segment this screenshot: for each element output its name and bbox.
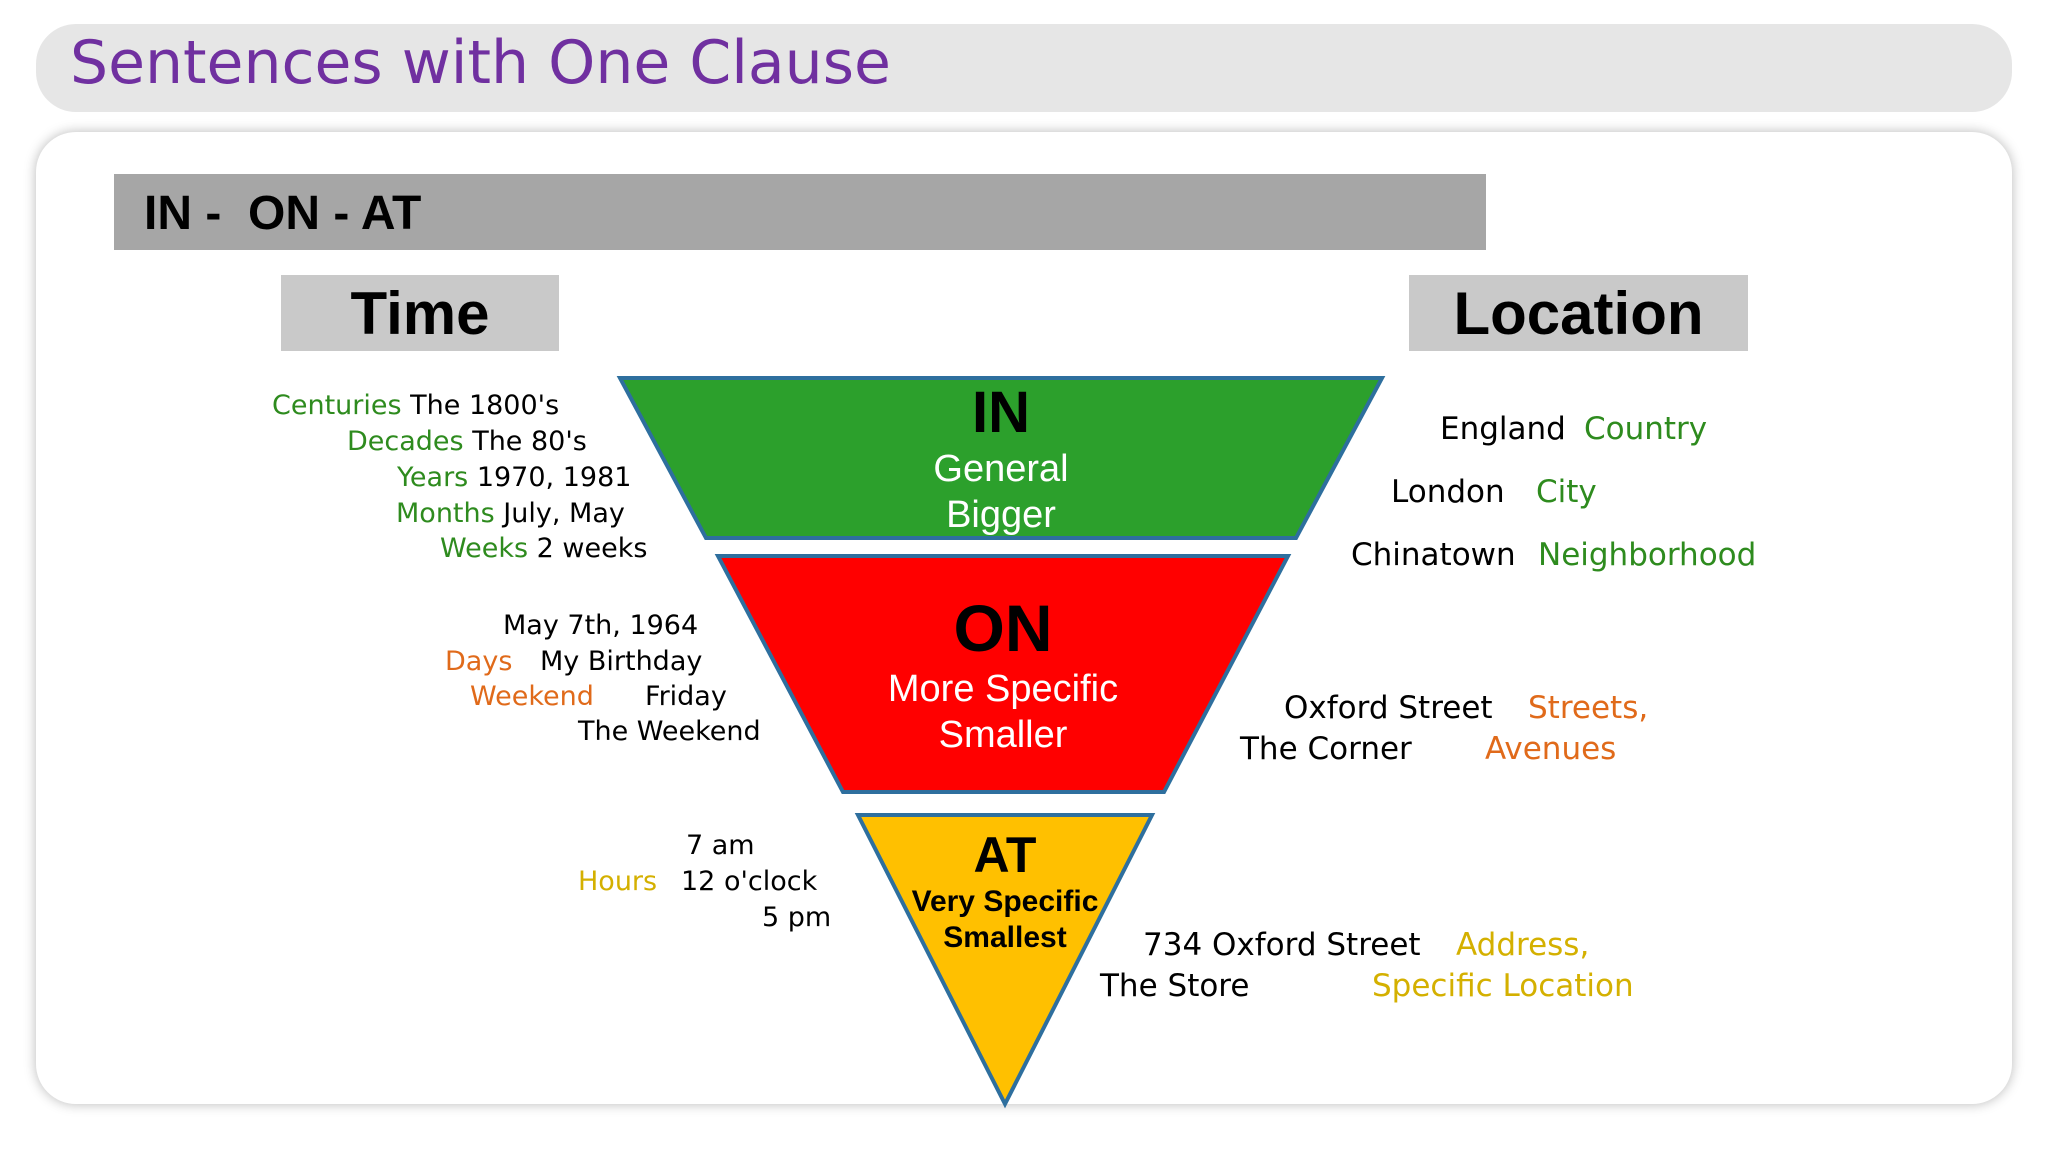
at-label-group: AT Very Specific Smallest bbox=[885, 826, 1125, 956]
time-label: Time bbox=[281, 275, 559, 351]
at-label: AT bbox=[973, 827, 1037, 883]
on-line1: More Specific bbox=[887, 668, 1119, 710]
in-segment bbox=[616, 376, 1386, 540]
loc-on-example-2: The Corner bbox=[1240, 731, 1412, 767]
loc-in-cat-2: City bbox=[1536, 474, 1597, 510]
on-line2: Smaller bbox=[938, 714, 1068, 756]
in-label-group: IN General Bigger bbox=[901, 380, 1101, 538]
time-on-weekend: Weekend bbox=[470, 681, 594, 712]
header-bar bbox=[114, 174, 1486, 250]
loc-at-specific-location: Specific Location bbox=[1372, 968, 1634, 1004]
loc-in-value-1: England bbox=[1440, 411, 1566, 447]
loc-on-avenues: Avenues bbox=[1485, 731, 1617, 767]
location-label: Location bbox=[1409, 275, 1748, 351]
on-segment bbox=[714, 554, 1292, 794]
time-in-row-5: Weeks 2 weeks bbox=[440, 533, 648, 564]
time-on-example-1: May 7th, 1964 bbox=[503, 610, 699, 641]
time-in-row-4: Months July, May bbox=[396, 498, 625, 529]
loc-at-example-2: The Store bbox=[1100, 968, 1250, 1004]
at-line1: Very Specific bbox=[911, 885, 1099, 918]
loc-in-cat-1: Country bbox=[1584, 411, 1708, 447]
time-on-example-2: My Birthday bbox=[540, 646, 703, 677]
time-in-row-1: Centuries The 1800's bbox=[272, 390, 560, 421]
loc-in-value-3: Chinatown bbox=[1351, 537, 1516, 573]
loc-at-address: Address, bbox=[1456, 927, 1590, 963]
time-in-row-2: Decades The 80's bbox=[347, 426, 587, 457]
loc-in-value-2: London bbox=[1391, 474, 1505, 510]
time-at-example-1: 7 am bbox=[686, 830, 755, 861]
loc-on-example-1: Oxford Street bbox=[1284, 690, 1493, 726]
time-at-example-2: 12 o'clock bbox=[681, 866, 818, 897]
title-bar bbox=[36, 24, 2012, 112]
header-text: IN - ON - AT bbox=[144, 187, 422, 240]
time-at-example-3: 5 pm bbox=[762, 902, 832, 933]
on-label: ON bbox=[953, 591, 1053, 665]
at-segment bbox=[854, 813, 1156, 1109]
on-label-group: ON More Specific Smaller bbox=[853, 590, 1153, 758]
in-line1: General bbox=[933, 448, 1069, 490]
in-label: IN bbox=[972, 380, 1030, 445]
loc-at-example-1: 734 Oxford Street bbox=[1143, 927, 1421, 963]
time-on-example-3: Friday bbox=[645, 681, 727, 712]
time-in-row-3: Years 1970, 1981 bbox=[397, 462, 632, 493]
loc-in-cat-3: Neighborhood bbox=[1538, 537, 1757, 573]
in-line2: Bigger bbox=[946, 494, 1056, 536]
slide-title: Sentences with One Clause bbox=[70, 28, 891, 98]
at-line2: Smallest bbox=[943, 921, 1067, 954]
time-on-days: Days bbox=[445, 646, 513, 677]
time-on-example-4: The Weekend bbox=[578, 716, 761, 747]
time-at-hours: Hours bbox=[578, 866, 658, 897]
loc-on-streets: Streets, bbox=[1528, 690, 1649, 726]
